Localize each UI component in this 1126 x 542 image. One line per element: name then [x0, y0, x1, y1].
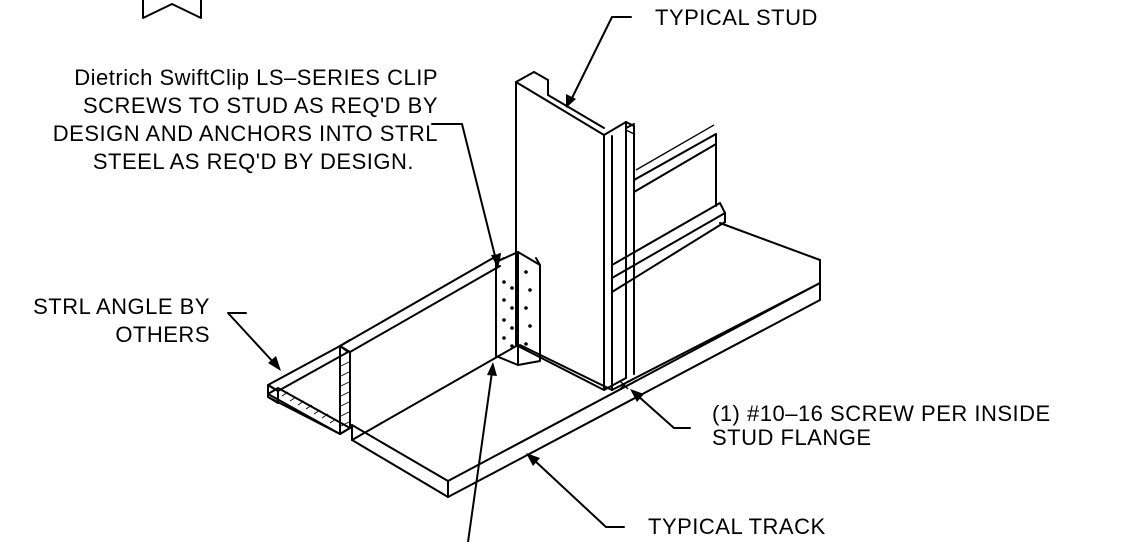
leader-typical-stud: [566, 16, 632, 108]
label-clip-line-4: STEEL AS REQ'D BY DESIGN.: [92, 149, 414, 174]
stud: [515, 71, 635, 391]
label-angle-line-2: OTHERS: [115, 322, 210, 347]
swiftclip: [495, 251, 541, 366]
label-typical-track: TYPICAL TRACK: [648, 514, 826, 539]
label-clip-line-2: SCREWS TO STUD AS REQ'D BY: [82, 93, 438, 118]
label-angle-line-1: STRL ANGLE BY: [33, 294, 210, 319]
label-screw-line-2: STUD FLANGE: [712, 425, 872, 450]
label-clip-line-3: DESIGN AND ANCHORS INTO STRL: [52, 121, 438, 146]
label-typical-stud: TYPICAL STUD: [655, 5, 818, 30]
label-clip-line-1: Dietrich SwiftClip LS–SERIES CLIP: [74, 65, 438, 90]
leader-angle: [227, 312, 281, 371]
label-screw-line-1: (1) #10–16 SCREW PER INSIDE: [712, 401, 1051, 426]
track: [351, 124, 821, 498]
leader-clip-bottom: [467, 362, 497, 542]
section-symbol: [142, 0, 202, 19]
clip-holes: [502, 270, 532, 348]
screw-mark: [619, 380, 629, 390]
leader-typical-track: [526, 453, 625, 528]
structural-angle: [267, 253, 501, 435]
leader-clip: [431, 123, 501, 269]
leader-screw: [630, 389, 691, 429]
